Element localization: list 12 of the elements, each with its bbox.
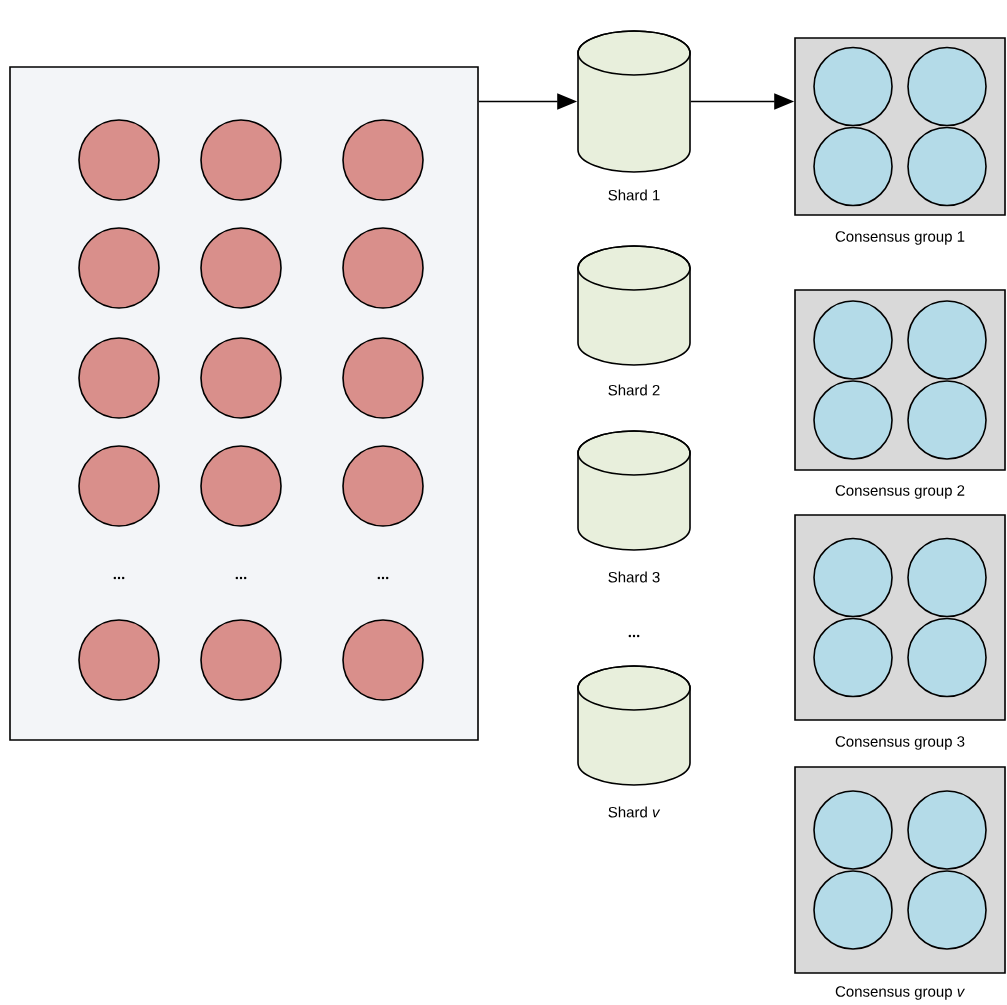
group-label: Consensus group 3	[835, 736, 965, 750]
shard-label: Shard v	[608, 806, 661, 818]
shard-label: Shard 3	[608, 571, 660, 583]
group-label: Consensus group 2	[835, 485, 965, 499]
ellipsis: ...	[628, 634, 640, 638]
ellipsis: ...	[235, 576, 247, 580]
ellipsis: ...	[113, 576, 125, 580]
shard-label: Shard 1	[608, 189, 660, 201]
group-label: Consensus group v	[835, 986, 965, 1000]
ellipsis: ...	[377, 576, 389, 580]
group-label: Consensus group 1	[835, 231, 965, 245]
shard-label: Shard 2	[608, 384, 660, 396]
